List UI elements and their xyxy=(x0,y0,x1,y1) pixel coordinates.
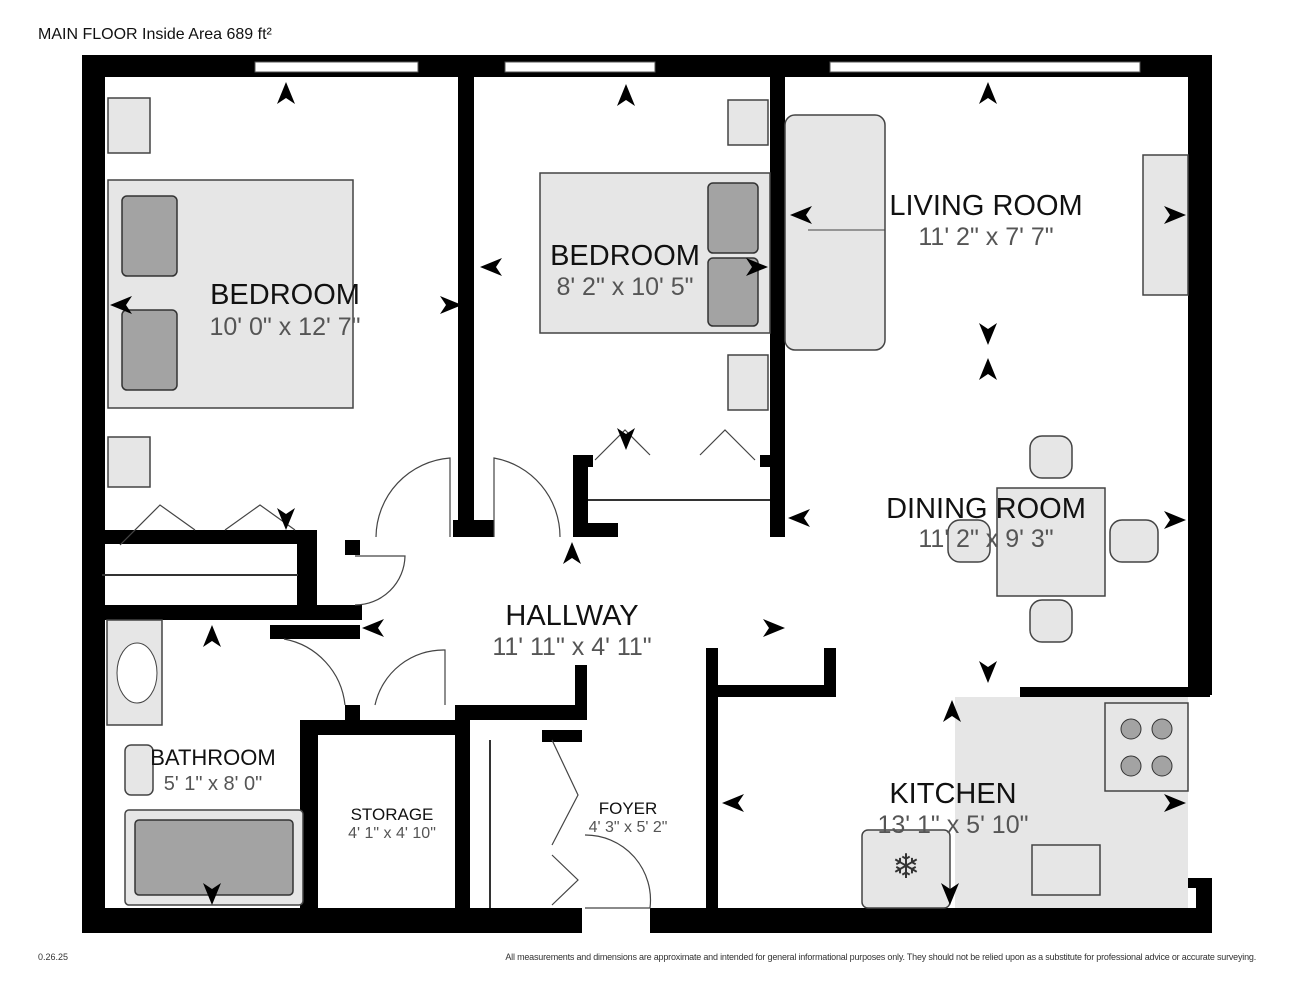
room-name-bedroom-2: BEDROOM xyxy=(550,240,700,272)
room-dims-hallway: 11' 11" x 4' 11" xyxy=(492,633,651,661)
room-arrows xyxy=(110,82,1186,905)
chair xyxy=(1029,435,1073,479)
window xyxy=(829,61,1141,73)
snowflake-icon: ❄ xyxy=(892,848,921,886)
room-dims-foyer: 4' 3" x 5' 2" xyxy=(589,819,668,836)
toilet xyxy=(124,744,154,796)
room-dims-living-room: 11' 2" x 7' 7" xyxy=(918,223,1053,251)
room-name-storage: STORAGE xyxy=(351,805,434,824)
window xyxy=(504,61,656,73)
chair xyxy=(1109,519,1159,563)
nightstand xyxy=(727,99,769,146)
nightstand xyxy=(107,97,151,154)
room-name-kitchen: KITCHEN xyxy=(889,778,1016,810)
room-dims-storage: 4' 1" x 4' 10" xyxy=(348,825,436,842)
nightstand xyxy=(107,436,151,488)
version-label: 0.26.25 xyxy=(38,952,69,962)
room-dims-bedroom-2: 8' 2" x 10' 5" xyxy=(556,273,693,301)
disclaimer: All measurements and dimensions are appr… xyxy=(505,952,1256,962)
chair xyxy=(1029,599,1073,643)
dining-table xyxy=(996,487,1106,597)
room-name-bathroom: BATHROOM xyxy=(150,745,275,770)
room-dims-bedroom-1: 10' 0" x 12' 7" xyxy=(209,313,360,341)
tv-unit xyxy=(1142,154,1189,296)
floor-title: MAIN FLOOR Inside Area 689 ft² xyxy=(38,26,272,43)
sofa xyxy=(784,114,886,351)
nightstand xyxy=(727,354,769,411)
stove xyxy=(1104,702,1189,792)
closet-rods xyxy=(102,499,770,908)
room-name-living-room: LIVING ROOM xyxy=(889,190,1082,222)
room-dims-dining-room: 11' 2" x 9' 3" xyxy=(918,525,1053,553)
room-dims-bathroom: 5' 1" x 8' 0" xyxy=(164,773,263,795)
room-labels: BEDROOM 10' 0" x 12' 7" BEDROOM 8' 2" x … xyxy=(150,190,1086,842)
room-name-dining-room: DINING ROOM xyxy=(886,493,1086,525)
walls xyxy=(82,55,1212,933)
room-name-foyer: FOYER xyxy=(599,799,658,818)
kitchen-sink xyxy=(1031,844,1101,896)
furniture: ❄ xyxy=(106,97,1189,909)
chair xyxy=(947,519,991,563)
fridge xyxy=(861,829,951,909)
room-name-hallway: HALLWAY xyxy=(505,600,638,632)
room-dims-kitchen: 13' 1" x 5' 10" xyxy=(877,811,1028,839)
room-name-bedroom-1: BEDROOM xyxy=(210,279,360,311)
doors xyxy=(119,429,756,909)
window xyxy=(254,61,419,73)
